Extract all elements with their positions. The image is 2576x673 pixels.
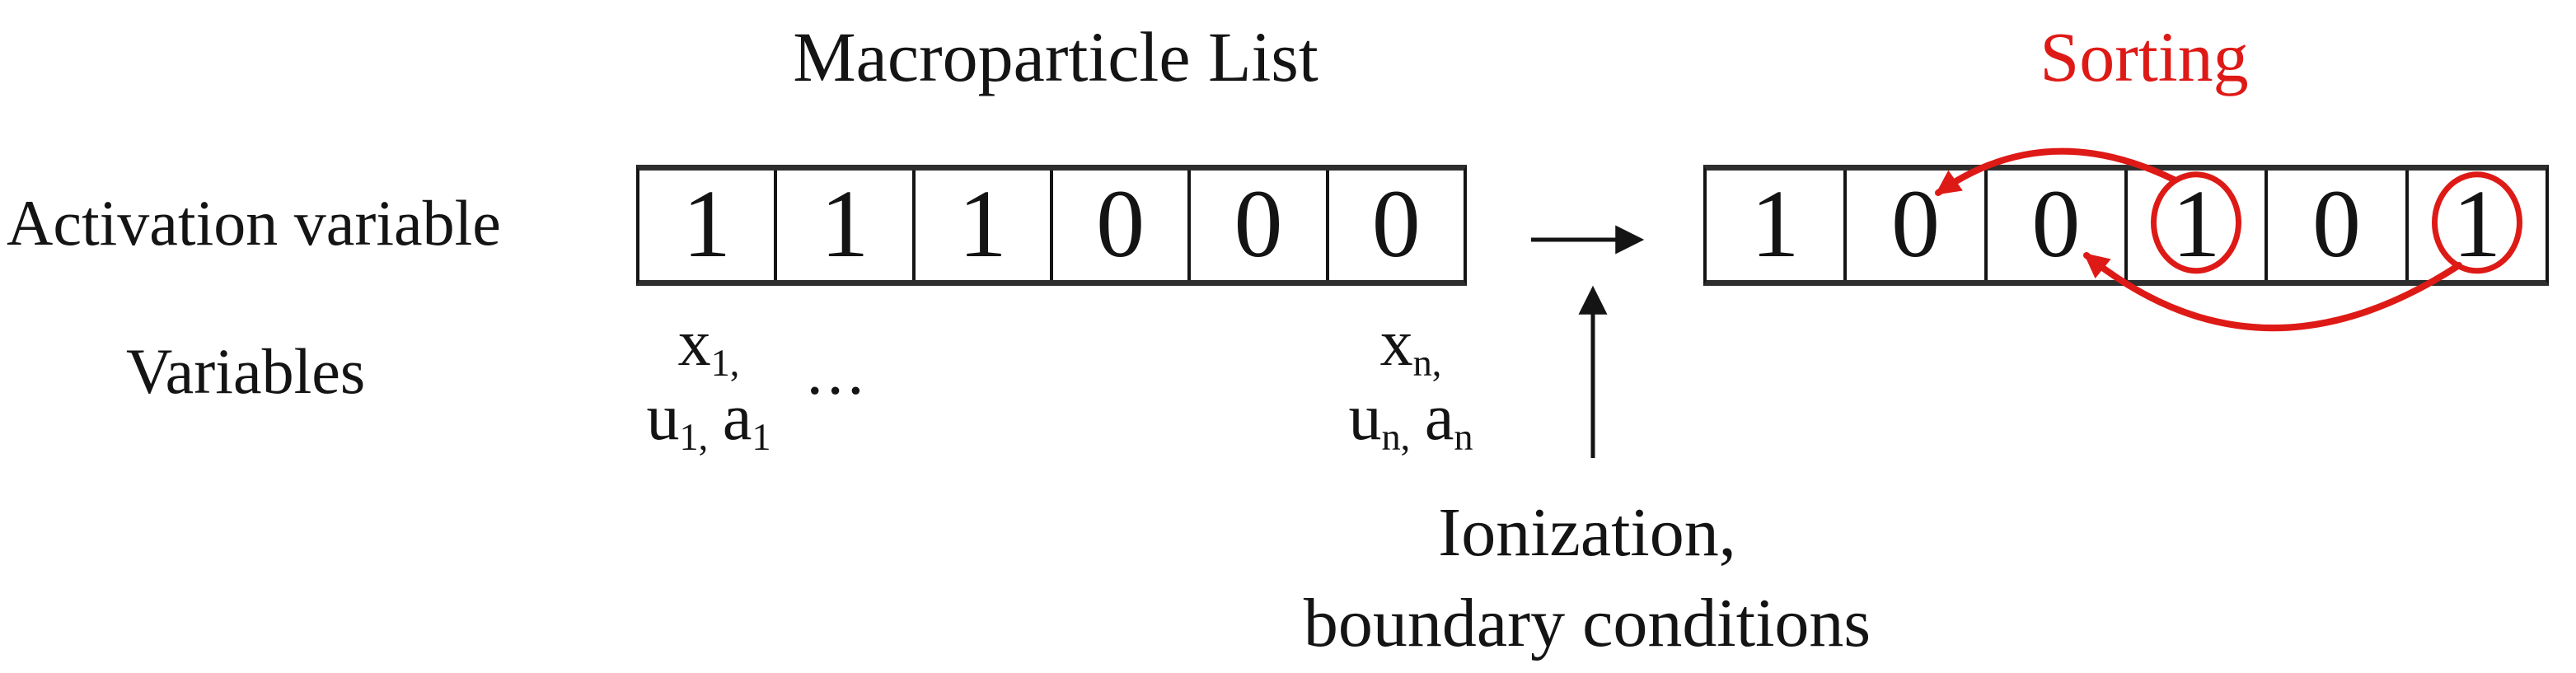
ellipsis: ... bbox=[806, 336, 869, 409]
variables-label: Variables bbox=[126, 335, 366, 407]
sorting-label: Sorting bbox=[2040, 17, 2249, 96]
array-cell: 1 bbox=[1707, 169, 1848, 280]
cell-value: 1 bbox=[1750, 169, 1800, 278]
ionization-caption-line2: boundary conditions bbox=[1303, 585, 1871, 661]
cell-value: 1 bbox=[820, 169, 869, 278]
array-cell: 1 bbox=[639, 169, 778, 280]
array-cell-circled: 1 bbox=[2128, 169, 2269, 280]
array-cell: 1 bbox=[916, 171, 1053, 280]
array-cell: 0 bbox=[1329, 171, 1464, 280]
particle-n-momentum-field: un,an bbox=[1348, 381, 1473, 459]
array-cell-circled: 1 bbox=[2409, 171, 2546, 280]
array-cell: 0 bbox=[1988, 171, 2128, 280]
particle-n-variables: xn, un,an bbox=[1348, 306, 1473, 459]
cell-value: 0 bbox=[1371, 169, 1421, 278]
particle-n-position: xn, bbox=[1379, 307, 1442, 385]
cell-value: 1 bbox=[682, 169, 732, 278]
ionization-caption-line1: Ionization, bbox=[1438, 494, 1736, 571]
cell-value: 0 bbox=[1096, 169, 1145, 278]
cell-value: 0 bbox=[1234, 169, 1283, 278]
cell-value: 0 bbox=[2031, 169, 2081, 278]
array-cell: 0 bbox=[1847, 169, 1988, 280]
particle-1-momentum-field: u1,a1 bbox=[646, 381, 771, 459]
array-cell: 0 bbox=[1053, 169, 1192, 280]
ionization-caption: Ionization, boundary conditions bbox=[1304, 488, 1871, 669]
cell-value: 1 bbox=[2171, 169, 2221, 278]
array-cell: 1 bbox=[777, 169, 916, 280]
particle-1-variables: x1, u1,a1 bbox=[646, 306, 771, 459]
cell-value: 0 bbox=[2311, 169, 2361, 278]
array-cell: 0 bbox=[1191, 169, 1329, 280]
activation-variable-label: Activation variable bbox=[7, 187, 501, 259]
cell-value: 0 bbox=[1890, 169, 1940, 278]
array-cell: 0 bbox=[2268, 169, 2409, 280]
cell-value: 1 bbox=[958, 169, 1007, 278]
page-title: Macroparticle List bbox=[793, 17, 1318, 96]
cell-value: 1 bbox=[2452, 169, 2502, 278]
particle-1-position: x1, bbox=[677, 307, 740, 385]
